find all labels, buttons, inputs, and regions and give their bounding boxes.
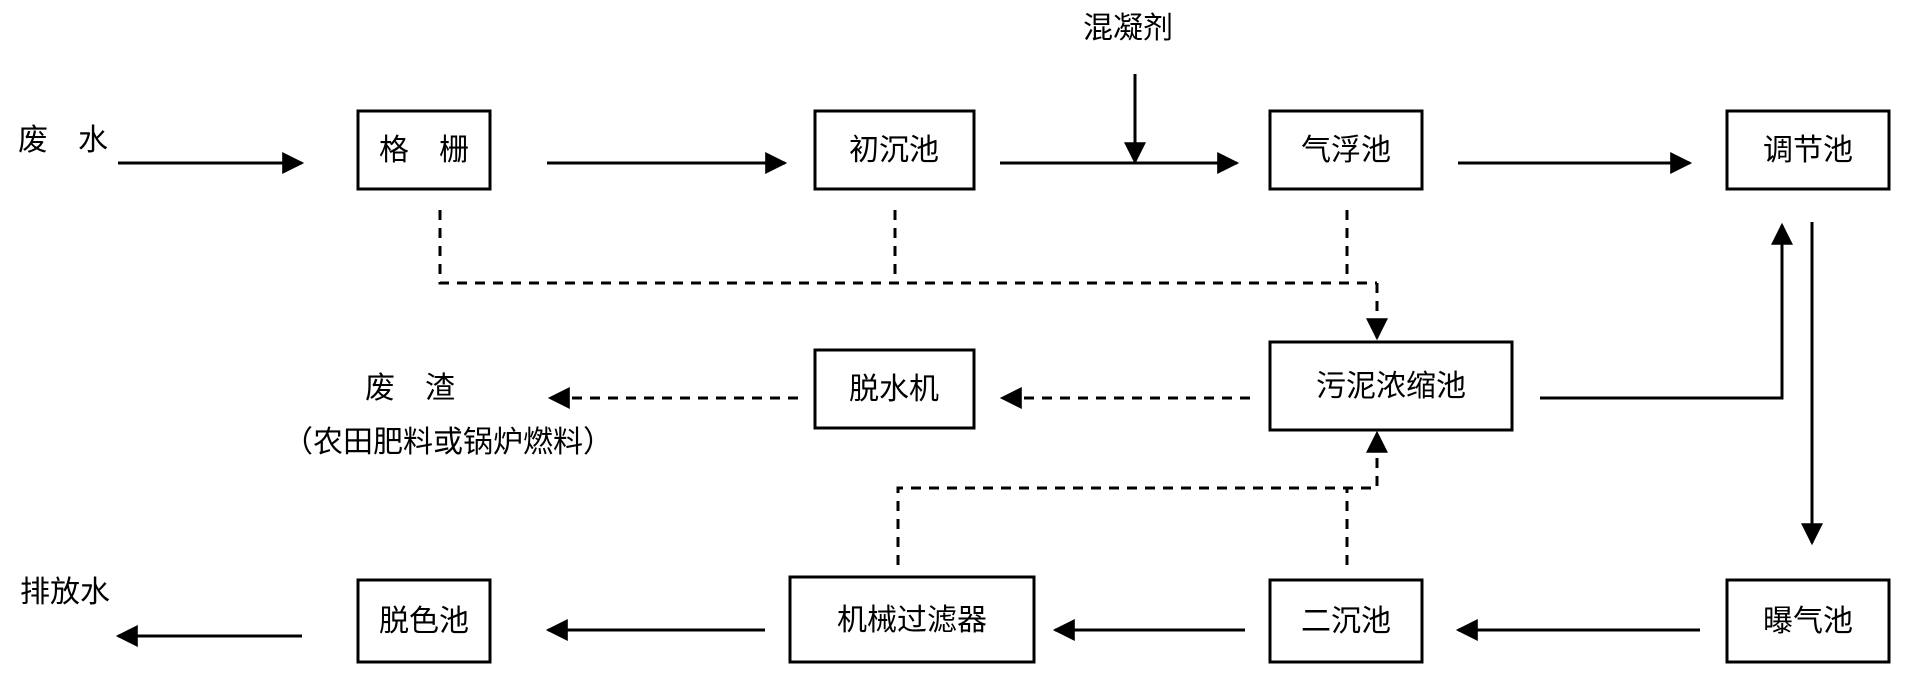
node-flotation: 气浮池	[1268, 109, 1424, 191]
node-decolorization: 脱色池	[356, 578, 492, 664]
waste-residue-label: 废 渣	[365, 371, 455, 406]
wastewater-input-label: 废 水	[18, 123, 108, 158]
sludge-arrow-filter-to-thickener	[896, 430, 1388, 565]
node-grille-label: 格 栅	[379, 133, 469, 168]
node-flotation-label: 气浮池	[1301, 133, 1391, 168]
node-primary-settling-label: 初沉池	[849, 133, 939, 168]
node-mechanical-filter: 机械过滤器	[788, 575, 1036, 664]
node-primary-settling: 初沉池	[813, 109, 976, 191]
node-mechanical-filter-label: 机械过滤器	[837, 603, 987, 638]
node-grille: 格 栅	[356, 109, 492, 191]
arrow-thickener-to-equalization	[1540, 222, 1793, 400]
coagulant-label: 混凝剂	[1083, 11, 1173, 46]
node-equalization-label: 调节池	[1763, 133, 1853, 168]
node-sludge-thickener-label: 污泥浓缩池	[1316, 369, 1466, 404]
node-dewatering-label: 脱水机	[849, 372, 939, 407]
sludge-line-grille	[438, 210, 1377, 285]
discharge-water-label: 排放水	[20, 575, 110, 610]
residue-use-label: （农田肥料或锅炉燃料）	[283, 425, 613, 460]
node-secondary-settling: 二沉池	[1268, 578, 1424, 664]
node-equalization: 调节池	[1725, 109, 1891, 191]
node-sludge-thickener: 污泥浓缩池	[1268, 340, 1514, 432]
node-dewatering: 脱水机	[813, 348, 976, 430]
node-decolorization-label: 脱色池	[379, 604, 469, 639]
node-aeration-label: 曝气池	[1763, 604, 1853, 639]
node-aeration: 曝气池	[1725, 578, 1891, 664]
node-secondary-settling-label: 二沉池	[1301, 604, 1391, 639]
